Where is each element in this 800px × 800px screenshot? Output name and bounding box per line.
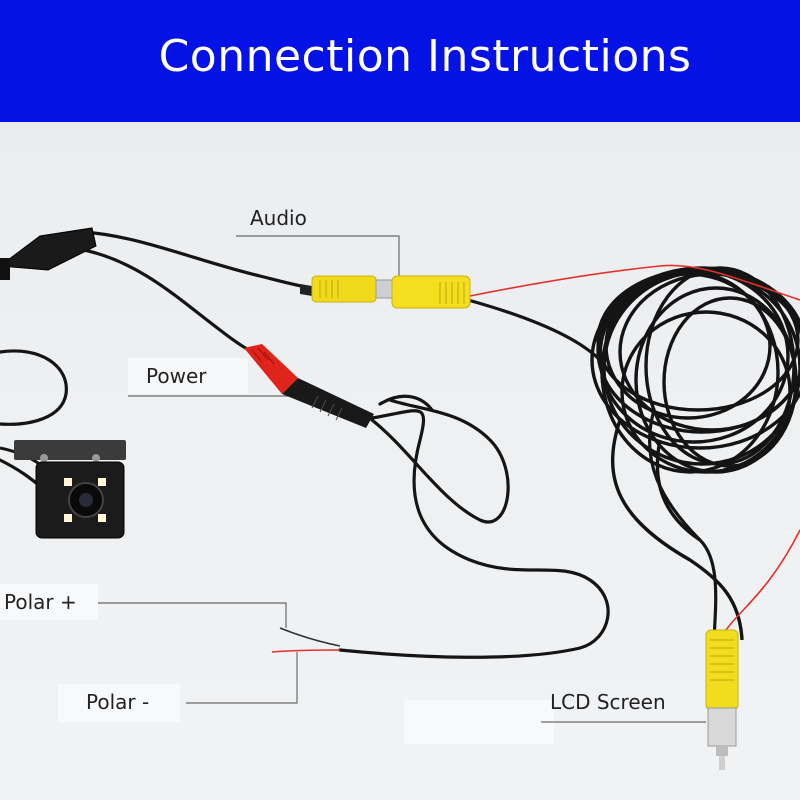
lcd-label-background: [404, 700, 554, 744]
audio-leader-line: [236, 235, 400, 282]
title-banner: Connection Instructions: [0, 0, 800, 122]
polar-minus-label: Polar -: [86, 690, 150, 714]
polar-plus-leader-line: [98, 602, 287, 628]
audio-rca-male-plug: [300, 275, 393, 303]
main-cables: [0, 230, 718, 659]
power-connector: [244, 344, 374, 428]
polar-minus-leader-line: [186, 652, 298, 704]
polar-wire-ends: [271, 627, 341, 653]
lcd-screen-label: LCD Screen: [550, 690, 666, 714]
power-label-background: [128, 358, 248, 394]
leader-lines: [98, 235, 706, 723]
backup-camera: [0, 440, 126, 539]
lcd-rca-plug: [705, 629, 739, 770]
red-power-wire-right: [725, 529, 800, 631]
red-power-wire-top: [469, 264, 800, 301]
page-title: Connection Instructions: [158, 31, 692, 82]
cable-splitter: [0, 227, 97, 280]
polar-plus-label-background: [0, 584, 98, 620]
audio-rca-female-socket: [391, 275, 471, 309]
polar-plus-label: Polar +: [4, 590, 77, 614]
polar-minus-label-background: [58, 684, 180, 722]
power-label: Power: [146, 364, 207, 388]
coiled-extension-cable: [590, 266, 800, 641]
audio-label: Audio: [250, 206, 307, 230]
